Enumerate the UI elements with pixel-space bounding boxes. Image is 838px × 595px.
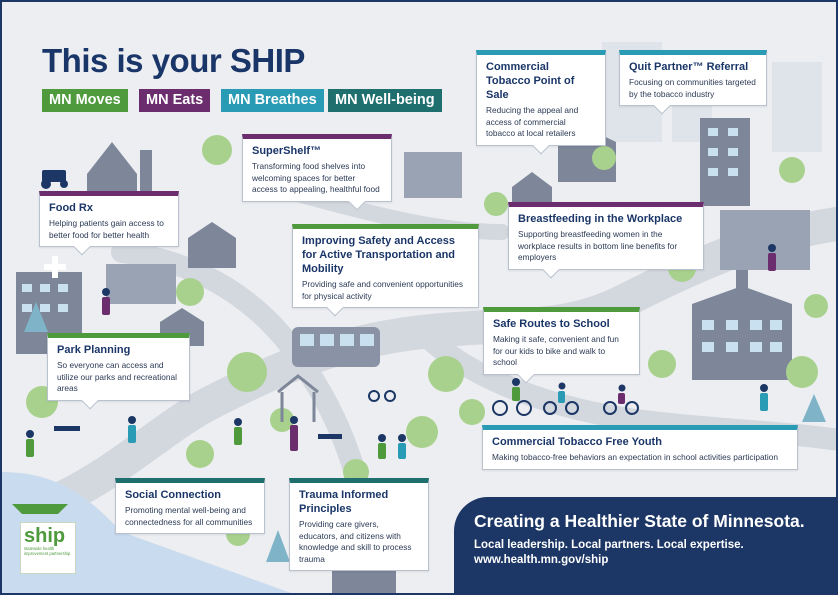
- card-title: Park Planning: [57, 344, 131, 356]
- banner-headline: Creating a Healthier State of Minnesota.: [474, 511, 805, 531]
- house: [188, 222, 236, 268]
- card-trauma-informed-principles: Trauma Informed Principles Providing car…: [289, 478, 429, 571]
- playground: [277, 374, 319, 422]
- workplace-building: [720, 210, 810, 270]
- food-shelf-building: [404, 152, 462, 198]
- card-body: Helping patients gain access to better f…: [49, 218, 164, 240]
- apartment-tower: [700, 118, 750, 206]
- card-quit-partner-referral: Quit Partner™ Referral Focusing on commu…: [619, 50, 767, 106]
- card-body: Reducing the appeal and access of commer…: [486, 105, 579, 138]
- card-title: Commercial Tobacco Point of Sale: [486, 61, 575, 101]
- card-active-transportation: Improving Safety and Access for Active T…: [292, 224, 479, 308]
- banner-url: www.health.mn.gov/ship: [474, 554, 609, 566]
- card-title: SuperShelf™: [252, 145, 322, 157]
- headline-banner: Creating a Healthier State of Minnesota.…: [454, 497, 836, 593]
- card-body: Focusing on communities targeted by the …: [629, 77, 756, 99]
- card-commercial-tobacco-point-of-sale: Commercial Tobacco Point of Sale Reducin…: [476, 50, 606, 146]
- tag-mn-moves: MN Moves: [42, 89, 128, 112]
- card-body: Providing care givers, educators, and ci…: [299, 519, 412, 564]
- canoe: [12, 504, 68, 514]
- silo: [140, 150, 152, 192]
- tag-mn-eats: MN Eats: [139, 89, 211, 112]
- card-body: Transforming food shelves into welcoming…: [252, 161, 380, 194]
- tractor: [42, 170, 66, 182]
- card-safe-routes-to-school: Safe Routes to School Making it safe, co…: [483, 307, 640, 375]
- bench: [54, 426, 80, 431]
- card-food-rx: Food Rx Helping patients gain access to …: [39, 191, 179, 247]
- card-breastfeeding-in-the-workplace: Breastfeeding in the Workplace Supportin…: [508, 202, 704, 270]
- logo-subtitle: statewide health improvement partnership: [24, 546, 71, 556]
- card-body: Making tobacco-free behaviors an expecta…: [492, 452, 778, 462]
- grocery-store: [106, 264, 176, 304]
- tag-mn-breathes: MN Breathes: [221, 89, 324, 112]
- ship-logo: ship statewide health improvement partne…: [20, 522, 76, 574]
- card-title: Improving Safety and Access for Active T…: [302, 235, 456, 275]
- school: [692, 286, 792, 380]
- banner-tagline: Local leadership. Local partners. Local …: [474, 539, 744, 551]
- card-body: Providing safe and convenient opportunit…: [302, 279, 463, 301]
- house: [512, 172, 552, 207]
- page-title: This is your SHIP: [42, 42, 305, 79]
- card-commercial-tobacco-free-youth: Commercial Tobacco Free Youth Making tob…: [482, 425, 798, 470]
- barn: [87, 142, 137, 192]
- card-body: Making it safe, convenient and fun for o…: [493, 334, 619, 367]
- bus: [292, 327, 380, 367]
- card-body: Promoting mental well-being and connecte…: [125, 505, 253, 527]
- card-body: So everyone can access and utilize our p…: [57, 360, 177, 393]
- card-title: Safe Routes to School: [493, 318, 610, 330]
- card-title: Breastfeeding in the Workplace: [518, 213, 683, 225]
- card-title: Quit Partner™ Referral: [629, 61, 749, 73]
- card-social-connection: Social Connection Promoting mental well-…: [115, 478, 265, 534]
- logo-word: ship: [24, 525, 66, 547]
- card-park-planning: Park Planning So everyone can access and…: [47, 333, 190, 401]
- card-title: Commercial Tobacco Free Youth: [492, 436, 662, 448]
- card-supershelf: SuperShelf™ Transforming food shelves in…: [242, 134, 392, 202]
- card-title: Food Rx: [49, 202, 93, 214]
- card-title: Trauma Informed Principles: [299, 489, 389, 515]
- tag-mn-well-being: MN Well-being: [328, 89, 442, 112]
- card-title: Social Connection: [125, 489, 221, 501]
- card-body: Supporting breastfeeding women in the wo…: [518, 229, 678, 262]
